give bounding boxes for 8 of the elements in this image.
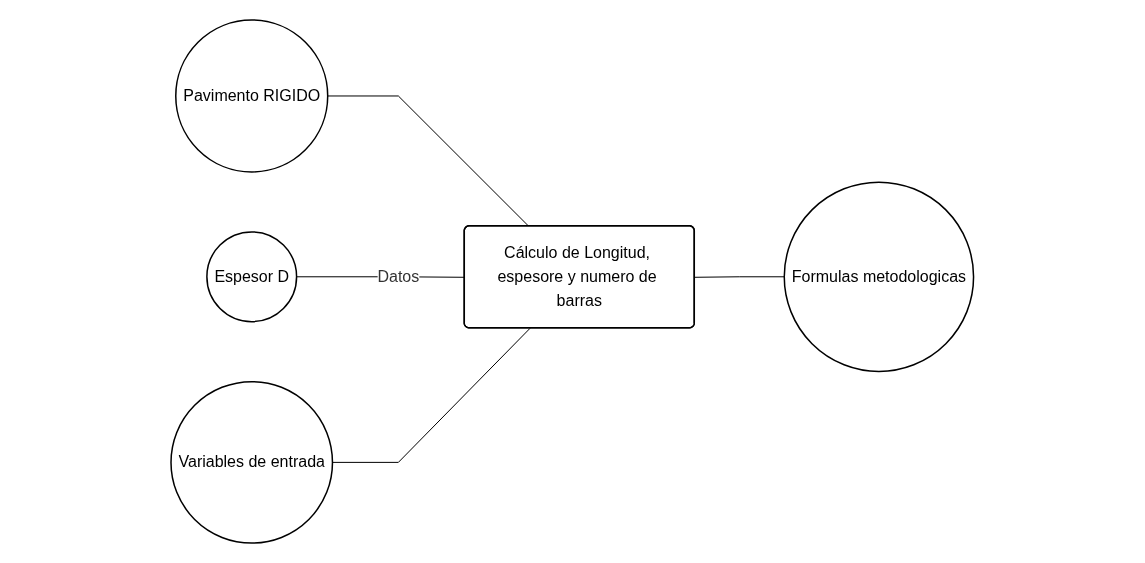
node-circle: Pavimento RIGIDO <box>175 19 329 173</box>
node-circle: Variables de entrada <box>170 380 334 544</box>
connector <box>694 276 785 278</box>
node-circle: Formulas metodologicas <box>783 181 975 373</box>
connector <box>332 327 531 463</box>
edge-label: Datos <box>377 267 420 285</box>
node-circle: Espesor D <box>206 231 298 323</box>
connector <box>327 95 530 227</box>
